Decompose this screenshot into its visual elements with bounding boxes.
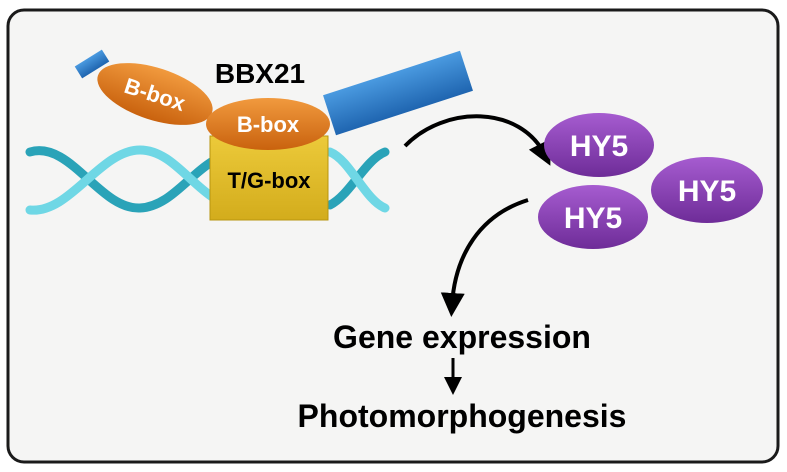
hy5-label-3: HY5	[564, 202, 622, 235]
bbox-domain-2	[206, 98, 330, 150]
photomorphogenesis-label: Photomorphogenesis	[298, 398, 627, 434]
hy5-cluster: HY5 HY5 HY5	[538, 113, 763, 249]
dna-helix	[25, 145, 390, 215]
regulation-arrow	[440, 198, 529, 317]
tg-box: T/G-box	[209, 135, 329, 221]
activation-arrow	[403, 114, 551, 166]
n-terminal-segment	[74, 49, 110, 79]
hy5-label-2: HY5	[678, 175, 736, 208]
bbx21-protein: B-box B-box BBX21	[74, 49, 473, 150]
c-terminal-segment	[323, 50, 473, 136]
hy5-protein-1	[544, 113, 654, 177]
bbx21-label: BBX21	[215, 58, 305, 89]
hy5-label-1: HY5	[570, 130, 628, 163]
hy5-protein-2	[651, 157, 763, 223]
bbox-label-2: B-box	[237, 112, 300, 137]
gene-expression-label: Gene expression	[333, 319, 591, 355]
hy5-protein-3	[538, 185, 648, 249]
bbox-domain-1	[97, 63, 213, 125]
tg-box-label: T/G-box	[227, 168, 311, 193]
